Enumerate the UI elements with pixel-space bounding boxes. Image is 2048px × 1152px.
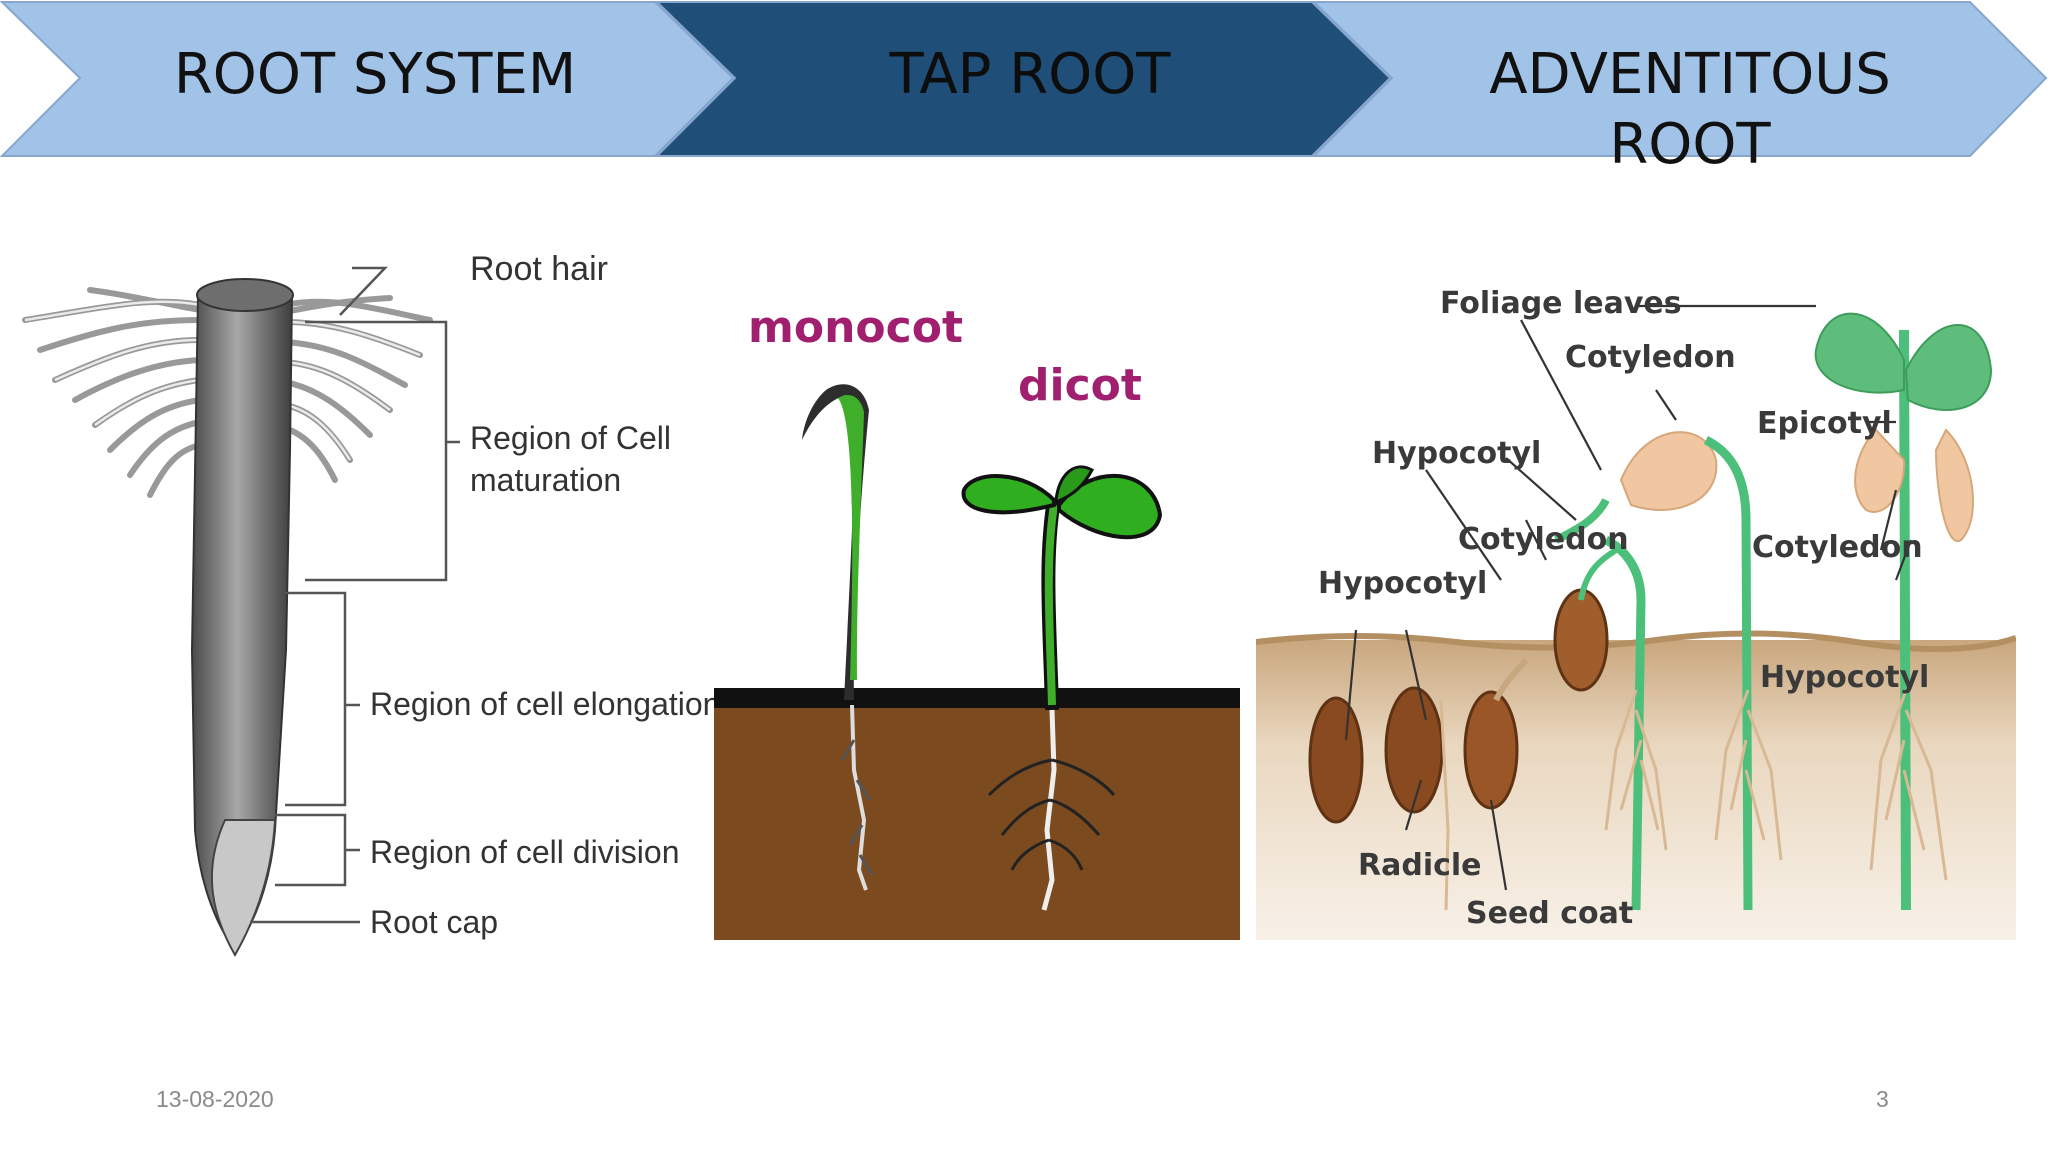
label-region-maturation-2: maturation [470, 462, 622, 498]
label-monocot: monocot [748, 302, 963, 353]
foliage-leaf-right [1904, 324, 1993, 411]
step-root-system-label: ROOT SYSTEM [173, 42, 577, 107]
monocot-root [850, 704, 868, 891]
label-seed-coat: Seed coat [1466, 896, 1634, 931]
seed-4 [1553, 588, 1609, 692]
dicot-leaf-left [961, 474, 1056, 515]
seedling-1-cotyledons [1619, 431, 1718, 511]
chevron-tap-root [654, 1, 1392, 157]
dicot-root [1041, 709, 1057, 911]
fibrous-roots [1439, 689, 1948, 911]
region-brackets [250, 266, 460, 924]
step-adventitous-root-label: ADVENTITOUS ROOT [1489, 42, 1891, 177]
root-zones-diagram [22, 266, 460, 958]
label-leaders [1344, 304, 1913, 891]
label-dicot: dicot [1018, 360, 1142, 411]
label-hypocotyl-right: Hypocotyl [1760, 660, 1930, 695]
footer-date: 13-08-2020 [156, 1086, 274, 1112]
step-tap-root-label: TAP ROOT [889, 42, 1171, 107]
dicot-leaf-small [1054, 465, 1095, 505]
label-foliage-leaves: Foliage leaves [1440, 286, 1682, 321]
label-cotyledon-right: Cotyledon [1752, 530, 1923, 565]
dicot-leaf-right [1057, 473, 1163, 540]
soil [714, 690, 1240, 940]
chevron-root-system [0, 1, 735, 157]
root-cap-shape [210, 819, 277, 958]
seedling-3-cotyledon [1854, 428, 1906, 513]
root-top-section [196, 278, 294, 312]
label-cotyledon-mid: Cotyledon [1458, 522, 1629, 557]
seedling-1-stem [1603, 535, 1646, 911]
seed-2 [1384, 686, 1444, 814]
foliage-leaf-left [1814, 312, 1905, 394]
seed-1 [1308, 696, 1364, 824]
label-region-maturation-1: Region of Cell [470, 420, 671, 456]
label-region-division: Region of cell division [370, 834, 680, 870]
label-region-elongation: Region of cell elongation [370, 686, 721, 722]
seedling-3-stem [1899, 329, 1911, 911]
seedling-2-stem [1703, 435, 1753, 911]
label-root-cap: Root cap [370, 904, 499, 940]
header-process-bar [0, 1, 2048, 157]
monocot-dicot-illustration [714, 384, 1240, 940]
slide-number: 3 [1876, 1086, 1889, 1112]
label-epicotyl: Epicotyl [1757, 406, 1892, 441]
label-cotyledon-top: Cotyledon [1565, 340, 1736, 375]
label-hypocotyl-mid: Hypocotyl [1372, 436, 1542, 471]
label-root-hair: Root hair [470, 250, 608, 288]
ground-line [714, 688, 1240, 708]
germination-diagram [1256, 304, 2016, 940]
label-hypocotyl-left: Hypocotyl [1318, 566, 1488, 601]
seed-3 [1463, 690, 1519, 810]
label-radicle: Radicle [1358, 848, 1482, 883]
chevron-adventitous-root [1311, 1, 2048, 157]
